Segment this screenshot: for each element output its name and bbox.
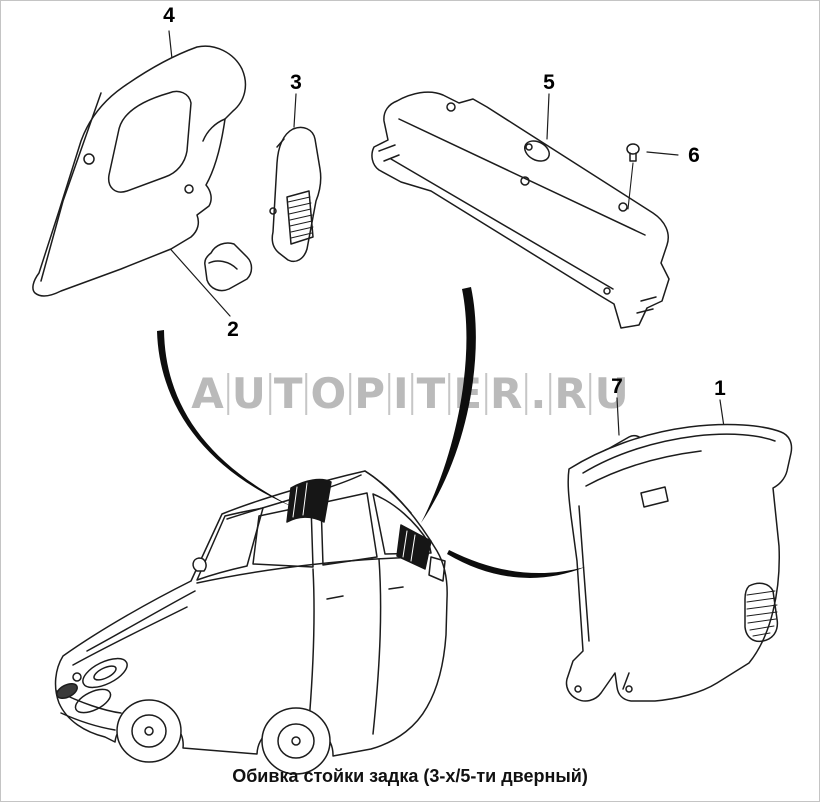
- callout-2: 2: [227, 318, 239, 341]
- callout-5: 5: [543, 71, 555, 94]
- callout-6: 6: [688, 144, 700, 167]
- highlighted-trim-areas: [286, 478, 432, 570]
- callout-7: 7: [611, 375, 623, 398]
- callout-3: 3: [290, 71, 302, 94]
- part-5-back-panel-trim: [371, 91, 670, 329]
- car-illustration: [54, 470, 448, 775]
- watermark: AUTOPITER.RU: [188, 373, 632, 415]
- part-4-left-quarter-trim-panel: [32, 45, 247, 297]
- callout-1: 1: [714, 377, 726, 400]
- pointer-swooshes: [157, 287, 585, 578]
- part-3-pillar-trim: [269, 126, 322, 263]
- callout-4: 4: [163, 4, 175, 27]
- part-2-small-cover: [204, 242, 253, 292]
- diagram-caption: Обивка стойки задка (3-х/5-ти дверный): [232, 766, 588, 786]
- part-1-right-quarter-trim-panel: [565, 423, 793, 702]
- part-6-fastener: [626, 143, 640, 210]
